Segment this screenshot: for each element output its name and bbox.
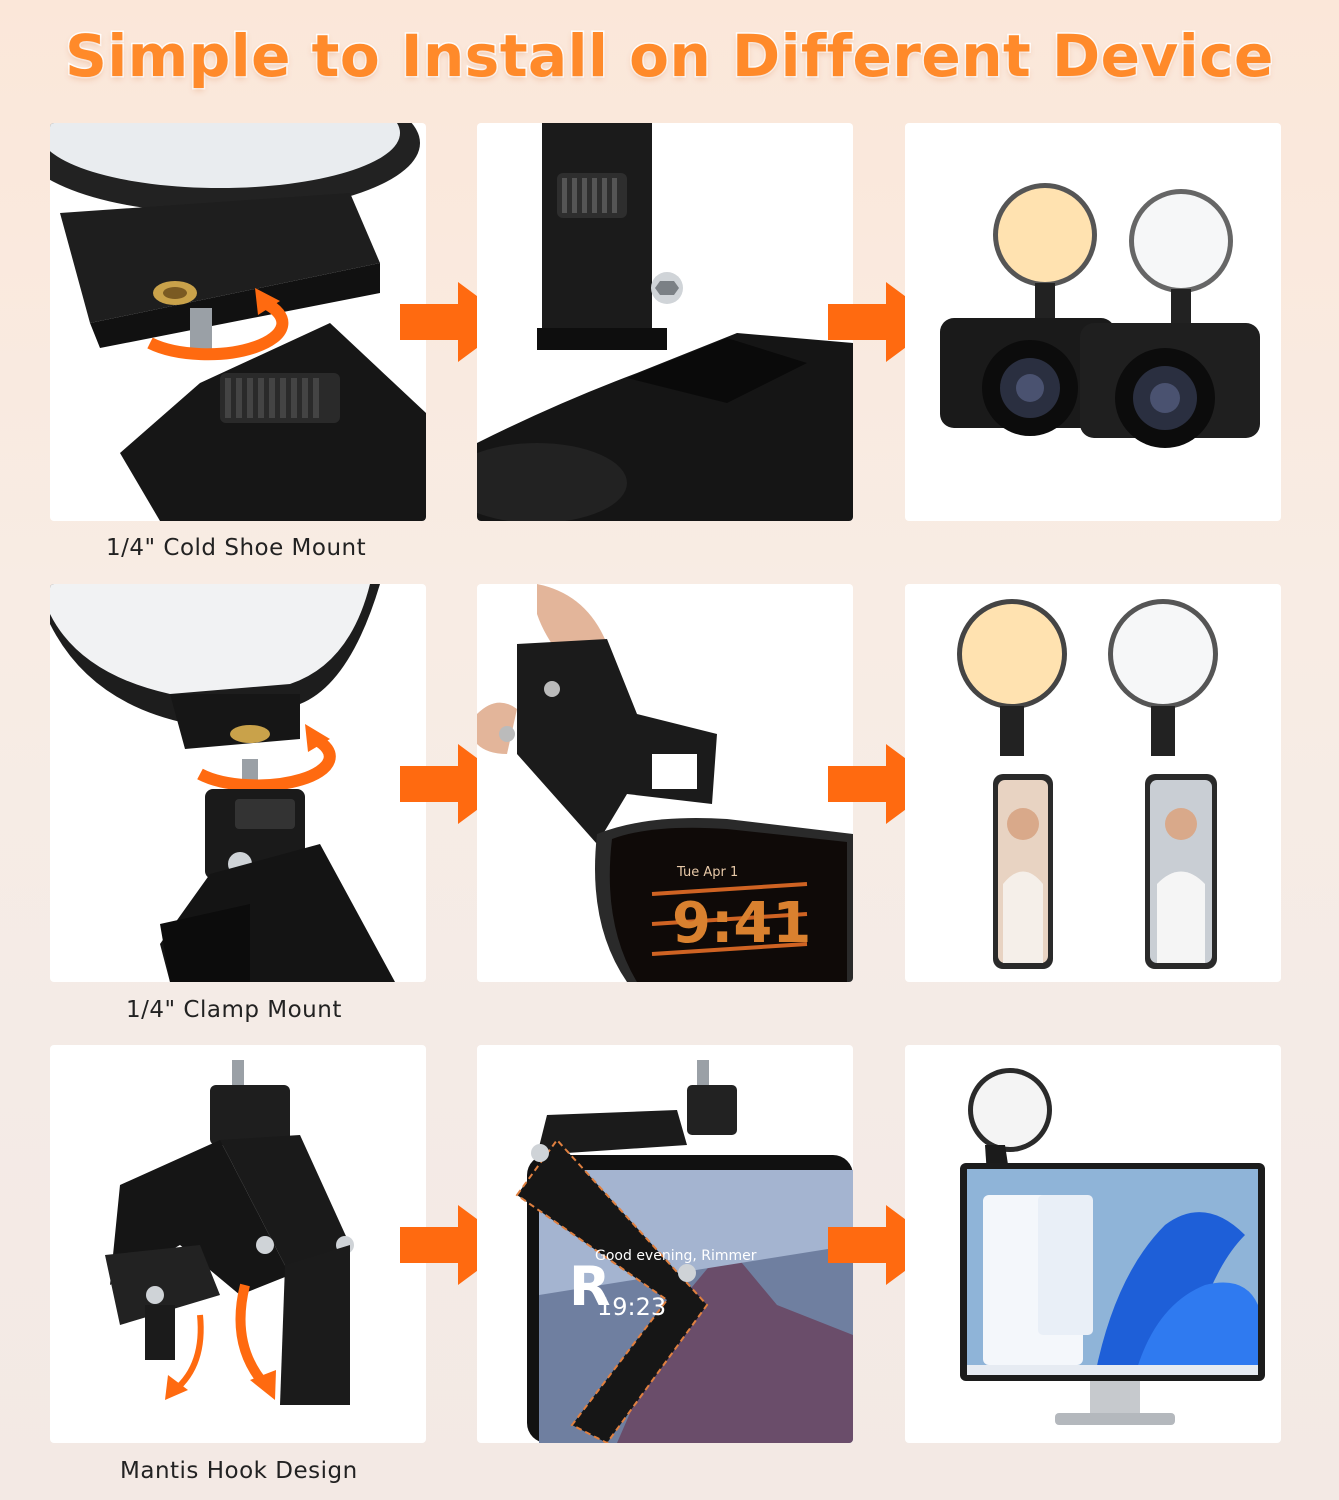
tablet-letter: R <box>569 1255 611 1318</box>
cameras-with-lights-image <box>940 183 1260 448</box>
panel-coldshoe-attach <box>477 123 853 521</box>
phone-time: 9:41 <box>672 891 811 956</box>
panel-clamp-detail <box>50 584 426 982</box>
phone-date: Tue Apr 1 <box>676 865 738 880</box>
row-caption: 1/4" Cold Shoe Mount <box>106 535 367 561</box>
clamp-phone-image: Tue Apr 1 9:41 <box>477 584 853 982</box>
panel-mantis-result <box>905 1045 1281 1443</box>
page-title: Simple to Install on Different Device <box>64 21 1275 92</box>
row-caption: 1/4" Clamp Mount <box>126 997 342 1023</box>
panel-mantis-detail <box>50 1045 426 1443</box>
row-caption: Mantis Hook Design <box>120 1458 358 1484</box>
rotate-arrow-icon <box>197 724 336 792</box>
panel-clamp-result <box>905 584 1281 982</box>
mantis-hook-image <box>105 1060 354 1405</box>
phones-with-lights-image <box>957 599 1218 969</box>
panel-coldshoe-detail <box>50 123 426 521</box>
clamp-screw-image <box>50 584 395 982</box>
monitor-with-light-image <box>960 1068 1265 1425</box>
panel-clamp-attach: Tue Apr 1 9:41 <box>477 584 853 982</box>
mantis-tablet-image: R Good evening, Rimmer 19:23 <box>515 1060 853 1443</box>
panel-coldshoe-result <box>905 123 1281 521</box>
panel-mantis-attach: R Good evening, Rimmer 19:23 <box>477 1045 853 1443</box>
tablet-greeting: Good evening, Rimmer <box>595 1248 757 1264</box>
coldshoe-screw-image <box>50 123 426 521</box>
fold-arrow-icon <box>165 1283 276 1400</box>
tablet-time: 19:23 <box>597 1293 666 1321</box>
coldshoe-camera-image <box>477 123 853 521</box>
rotate-arrow-icon <box>147 288 289 361</box>
